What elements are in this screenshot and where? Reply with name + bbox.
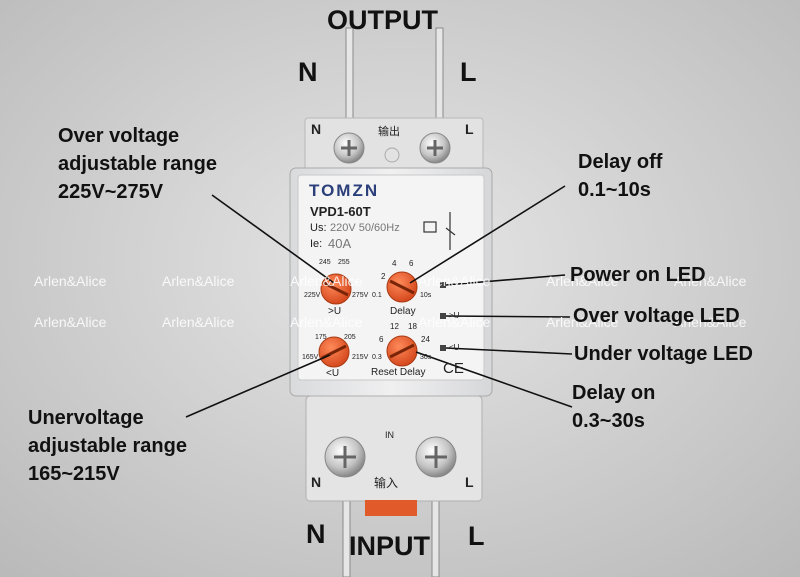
dial-delay-off[interactable] (386, 271, 418, 303)
dial-over-tick-1: 245 (319, 259, 331, 266)
over-voltage-line-2: adjustable range (58, 153, 217, 175)
dial-reset-tick-2: 18 (408, 322, 417, 331)
device-bottom-in: IN (385, 430, 394, 440)
input-l-label: L (468, 521, 485, 551)
dial-reset-tick-6: 30s (420, 354, 432, 361)
delay-off-line-2: 0.1~10s (578, 179, 651, 201)
over-voltage-line-1: Over voltage (58, 125, 180, 147)
device-us-prefix: Us: (310, 222, 327, 234)
over-voltage-led-label: Over voltage LED (573, 305, 740, 327)
watermark: Arlen&Alice (34, 314, 107, 330)
device-bottom-block (305, 395, 483, 516)
watermark: Arlen&Alice (34, 273, 107, 289)
output-n-label: N (298, 57, 318, 87)
input-n-label: N (306, 519, 326, 549)
device-ie-value: 40A (328, 236, 352, 251)
watermark: Arlen&Alice (674, 273, 747, 289)
watermark: Arlen&Alice (674, 314, 747, 330)
dial-over-tick-2: 255 (338, 259, 350, 266)
dial-over-tick-4: 275V (352, 292, 369, 299)
watermark: Arlen&Alice (290, 314, 363, 330)
dial-delay-tick-5: 10s (420, 292, 432, 299)
device-bottom-cn: 输入 (374, 476, 399, 490)
dial-delay-tick-2: 6 (409, 259, 414, 268)
ce-mark: CE (443, 360, 464, 377)
device-us-value: 220V 50/60Hz (330, 222, 400, 234)
device-ie-prefix: Ie: (310, 238, 323, 250)
device-top-cn: 输出 (378, 126, 400, 138)
dial-reset-tick-5: 0.3 (372, 354, 382, 361)
device-bottom-n: N (311, 474, 322, 490)
output-label: OUTPUT (327, 5, 438, 35)
under-voltage-led (440, 345, 446, 351)
watermark: Arlen&Alice (418, 314, 491, 330)
dial-under-label: <U (326, 368, 340, 379)
dial-reset-label: Reset Delay (371, 367, 426, 378)
under-voltage-line-1: Unervoltage (28, 407, 144, 429)
delay-off-line-1: Delay off (578, 151, 663, 173)
watermark: Arlen&Alice (546, 273, 619, 289)
dial-reset-tick-4: 24 (421, 335, 430, 344)
dial-under-tick-1: 175 (315, 334, 327, 341)
dial-over-tick-3: 225V (304, 292, 321, 299)
power-led (440, 282, 446, 288)
dial-delay-tick-1: 4 (392, 259, 397, 268)
output-l-label: L (460, 57, 477, 87)
leds (440, 282, 446, 351)
dial-reset-tick-1: 12 (390, 322, 399, 331)
device-model: VPD1-60T (310, 204, 371, 219)
led-under-label: <U (449, 343, 460, 352)
device-brand: TOMZN (309, 181, 380, 200)
dial-under-tick-2: 205 (344, 334, 356, 341)
delay-on-line-2: 0.3~30s (572, 410, 645, 432)
led-over-label: >U (449, 311, 460, 320)
watermark: Arlen&Alice (290, 273, 363, 289)
under-voltage-line-2: adjustable range (28, 435, 187, 457)
pointer-lines (185, 185, 573, 418)
over-voltage-line-3: 225V~275V (58, 181, 164, 203)
watermark: Arlen&Alice (546, 314, 619, 330)
watermark: Arlen&Alice (418, 273, 491, 289)
dial-over-voltage[interactable] (320, 273, 352, 305)
over-voltage-led (440, 313, 446, 319)
dial-reset-delay[interactable] (386, 335, 418, 367)
dial-under-tick-3: 165V (302, 354, 319, 361)
dial-delay-tick-4: 0.1 (372, 292, 382, 299)
input-label: INPUT (349, 531, 430, 561)
dial-delay-tick-3: 2 (381, 272, 386, 281)
power-led-label: Power on LED (570, 264, 706, 286)
watermark: Arlen&Alice (162, 273, 235, 289)
device-top-block (304, 117, 484, 171)
device-top-l: L (465, 121, 474, 137)
under-voltage-led-label: Under voltage LED (574, 343, 753, 365)
watermark: Arlen&Alice (162, 314, 235, 330)
dial-under-tick-4: 215V (352, 354, 369, 361)
dial-under-voltage[interactable] (318, 336, 350, 368)
dial-delay-label: Delay (390, 306, 416, 317)
device-top-n: N (311, 121, 322, 137)
dial-over-label: >U (328, 306, 342, 317)
under-voltage-line-3: 165~215V (28, 463, 120, 485)
device-bottom-l: L (465, 474, 474, 490)
delay-on-line-1: Delay on (572, 382, 656, 404)
dial-reset-tick-3: 6 (379, 335, 384, 344)
